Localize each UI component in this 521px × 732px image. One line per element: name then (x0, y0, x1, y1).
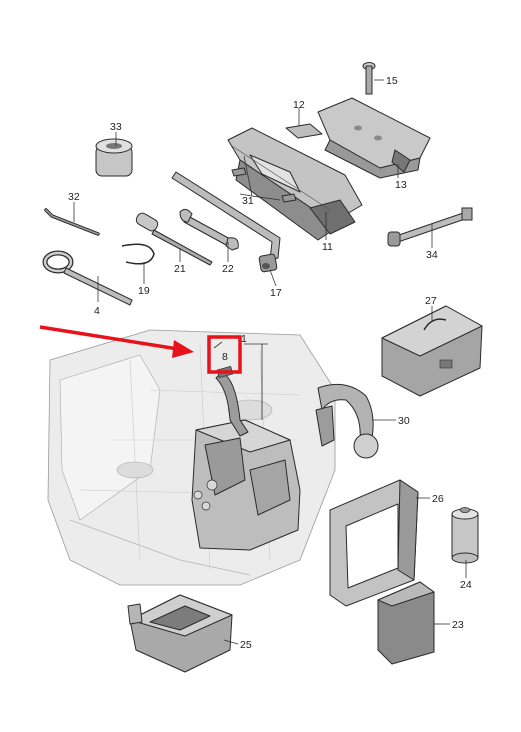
callout-numbers: 15 12 33 13 32 31 11 34 21 22 19 17 4 27… (68, 75, 472, 651)
callout-17: 17 (270, 287, 282, 299)
callout-15: 15 (386, 75, 398, 87)
callout-23: 23 (452, 619, 464, 631)
callout-34: 34 (426, 249, 438, 261)
callout-19: 19 (138, 285, 150, 297)
holder-part-25 (127, 594, 233, 673)
callout-1: 1 (241, 333, 247, 345)
foam-insert-part-1 (191, 365, 301, 551)
highlight-arrow-head (172, 340, 194, 358)
callout-33: 33 (110, 121, 122, 133)
towing-hook-part-30 (315, 383, 379, 459)
block-part-23 (377, 581, 435, 665)
screwdriver-part-21 (135, 212, 213, 266)
leader-lines (73, 79, 467, 645)
spanner-part-22 (179, 208, 239, 251)
callout-4: 4 (94, 305, 100, 317)
cover-part-13 (317, 97, 431, 179)
callout-21: 21 (174, 263, 186, 275)
callout-13: 13 (395, 179, 407, 191)
highlight-arrow-shaft (39, 325, 179, 351)
frame-part-26 (329, 479, 419, 607)
callout-11: 11 (322, 241, 333, 253)
highlight-box (207, 335, 242, 374)
socket-part-33 (95, 138, 133, 177)
callout-27: 27 (425, 295, 437, 307)
callout-12: 12 (293, 99, 305, 111)
callout-31: 31 (242, 195, 254, 207)
pad-part-12 (285, 123, 323, 139)
pads-part-31 (231, 167, 297, 203)
wheel-wrench-part-17 (171, 171, 281, 273)
cylinder-part-24 (451, 507, 479, 564)
towing-eye-part-4 (42, 250, 133, 306)
bolt-part-15 (362, 62, 376, 95)
callout-26: 26 (432, 493, 444, 505)
callout-22: 22 (222, 263, 234, 275)
hex-key-part-32 (44, 208, 100, 236)
extension-bar-part-34 (387, 207, 473, 247)
highlight-annotation (39, 325, 242, 374)
callout-32: 32 (68, 191, 80, 203)
callout-25: 25 (240, 639, 252, 651)
callout-8: 8 (222, 351, 228, 363)
callout-24: 24 (460, 579, 472, 591)
callout-30: 30 (398, 415, 410, 427)
case-part-27 (381, 305, 483, 397)
wire-clip-part-19 (121, 243, 155, 265)
